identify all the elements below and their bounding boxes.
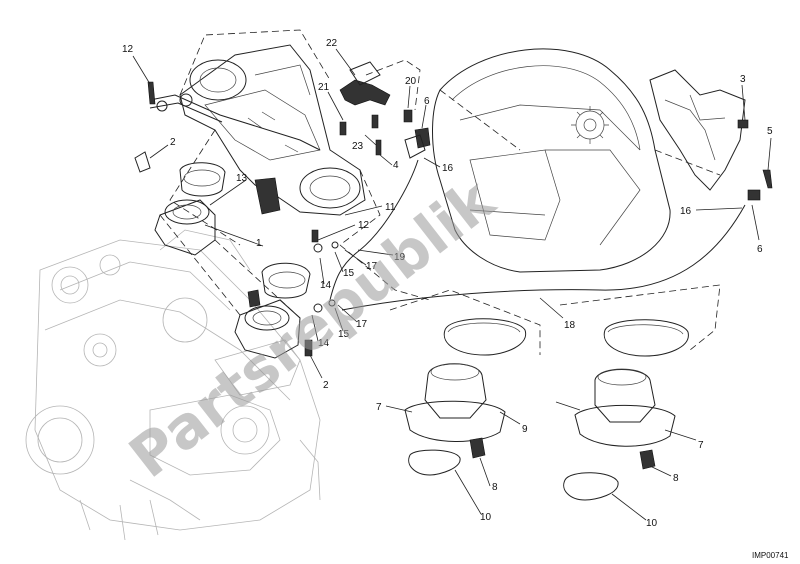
callout-2: 2 (323, 380, 329, 391)
callout-15: 15 (338, 329, 350, 340)
callout-10: 10 (480, 512, 492, 523)
callout-1: 1 (256, 238, 262, 249)
callout-14: 14 (320, 280, 332, 291)
callout-12: 12 (122, 44, 134, 55)
callout-15: 15 (343, 268, 355, 279)
callout-20: 20 (405, 76, 417, 87)
reference-code: IMP00741 (752, 551, 789, 560)
callout-8: 8 (492, 482, 498, 493)
callout-6: 6 (757, 244, 763, 255)
callout-4: 4 (393, 160, 399, 171)
callout-18: 18 (564, 320, 576, 331)
callout-labels: 12 2 13 1 22 21 20 6 23 4 16 11 12 19 14… (122, 38, 773, 529)
callout-23: 23 (352, 141, 364, 152)
callout-5: 5 (767, 126, 773, 137)
callout-13: 13 (236, 173, 248, 184)
callout-16: 16 (680, 206, 692, 217)
callout-11: 11 (385, 202, 396, 213)
callout-12: 12 (358, 220, 370, 231)
leader-lines (132, 48, 772, 521)
callout-7: 7 (376, 402, 382, 413)
callout-2: 2 (170, 137, 176, 148)
callout-8: 8 (673, 473, 679, 484)
left-fittings (134, 81, 313, 359)
support-bracket (649, 69, 773, 201)
callout-17: 17 (356, 319, 368, 330)
callout-9: 9 (522, 424, 528, 435)
callout-14: 14 (318, 338, 330, 349)
gear-logo-icon (571, 106, 609, 144)
throttle-body-assembly (149, 29, 381, 246)
callout-17: 17 (366, 261, 378, 272)
callout-6: 6 (424, 96, 430, 107)
callout-10: 10 (646, 518, 658, 529)
callout-19: 19 (394, 252, 406, 263)
callout-21: 21 (318, 82, 330, 93)
callout-16: 16 (442, 163, 454, 174)
airbox-cover (432, 48, 721, 273)
intake-funnels (389, 284, 721, 501)
callout-3: 3 (740, 74, 746, 85)
watermark-text: Partsrepublik (117, 165, 508, 491)
callout-7: 7 (698, 440, 704, 451)
engine-block (25, 229, 321, 541)
callout-22: 22 (326, 38, 338, 49)
